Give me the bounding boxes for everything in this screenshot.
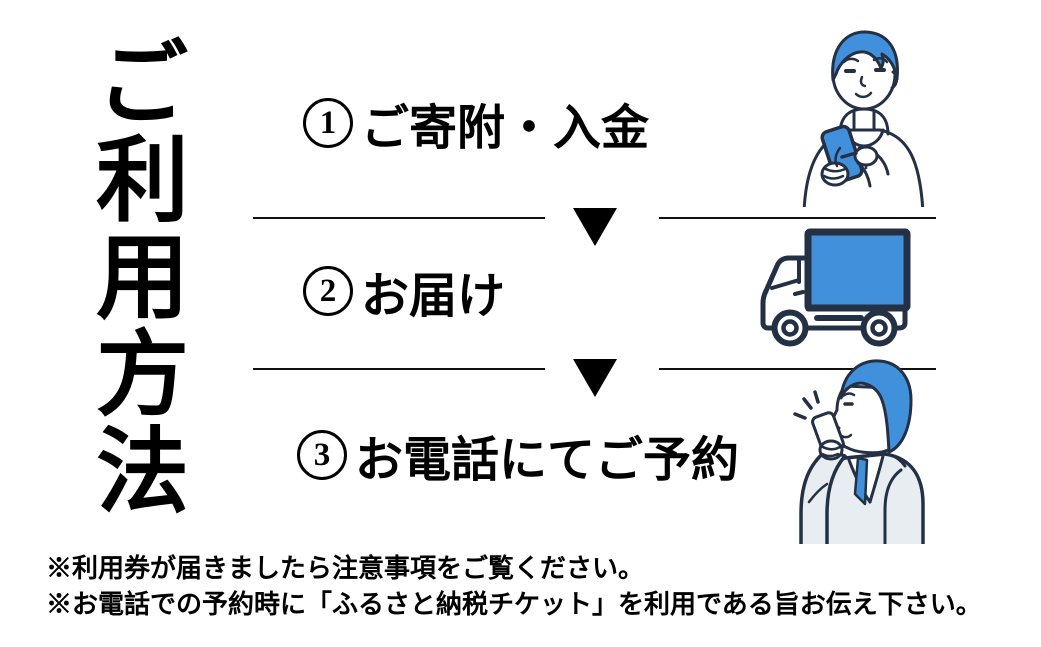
- down-arrow-icon: [573, 208, 617, 246]
- divider-line: [659, 368, 936, 370]
- step-2: 2 お届け: [303, 256, 505, 326]
- footnote-2: ※お電話での予約時に「ふるさと納税チケット」を利用である旨お伝え下さい。: [46, 590, 982, 619]
- delivery-truck-illustration: [760, 228, 911, 347]
- divider-line: [253, 368, 545, 370]
- step-3-number-badge: 3: [297, 430, 347, 480]
- person-smartphone-illustration: [802, 30, 925, 207]
- step-2-label: お届け: [361, 270, 506, 323]
- step-1-label: ご寄附・入金: [361, 102, 650, 155]
- step-1: 1 ご寄附・入金: [303, 88, 649, 158]
- divider-line: [659, 217, 936, 219]
- divider-line: [253, 217, 545, 219]
- page-title: ご利用方法: [81, 34, 184, 519]
- down-arrow-icon: [573, 359, 617, 397]
- step-2-number-badge: 2: [303, 266, 353, 316]
- person-phone-call-illustration: [793, 359, 925, 544]
- step-1-number-badge: 1: [303, 98, 353, 148]
- footnotes: ※利用券が届きましたら注意事項をご覧ください。 ※お電話での予約時に「ふるさと納…: [46, 551, 982, 623]
- footnote-1: ※利用券が届きましたら注意事項をご覧ください。: [46, 554, 645, 583]
- step-3-label: お電話にてご予約: [355, 434, 740, 487]
- step-3: 3 お電話にてご予約: [297, 420, 739, 490]
